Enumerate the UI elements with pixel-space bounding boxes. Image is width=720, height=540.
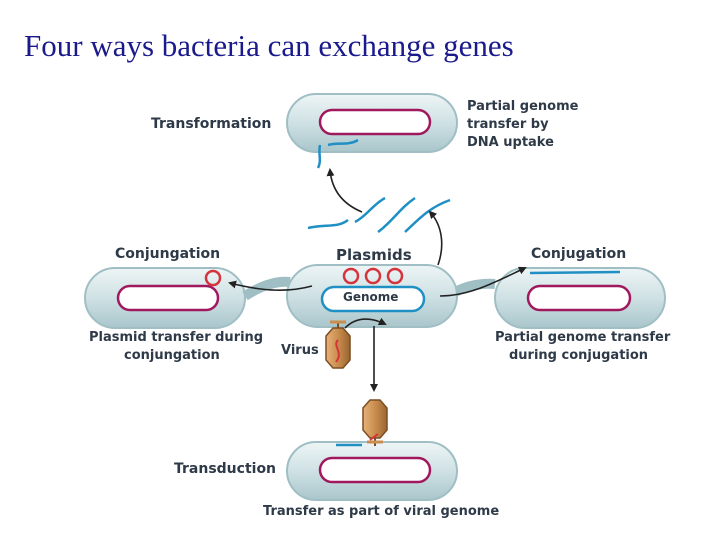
chromosome-icon <box>526 284 632 312</box>
dna-fragment-icon <box>404 198 451 233</box>
dna-transfer-strand <box>529 270 621 275</box>
genome-icon <box>320 285 426 313</box>
transformation-cell <box>286 93 458 169</box>
label-partial-genome-1: Partial genome transfer <box>495 330 671 345</box>
conjugation-right-cell <box>494 267 666 329</box>
dna-fragment-icon <box>354 196 386 224</box>
label-partial-genome-2: during conjugation <box>509 348 648 363</box>
label-genome: Genome <box>343 290 398 304</box>
label-plasmids: Plasmids <box>336 246 412 264</box>
label-transformation-desc-2: transfer by <box>467 117 549 132</box>
dna-entry-strand <box>316 144 322 169</box>
conjungation-left-cell <box>84 267 246 329</box>
transduction-cell <box>286 441 458 501</box>
chromosome-icon <box>318 456 432 484</box>
label-transformation-desc-3: DNA uptake <box>467 135 554 150</box>
plasmid-ring-icon <box>204 269 222 287</box>
plasmid-ring-icon <box>364 267 382 285</box>
label-conjugation-right: Conjugation <box>531 246 626 262</box>
donor-cell <box>242 264 496 328</box>
chromosome-icon <box>318 108 432 136</box>
label-plasmid-transfer-1: Plasmid transfer during <box>89 330 263 345</box>
label-transduction-desc: Transfer as part of viral genome <box>263 504 499 519</box>
dna-fragment-icon <box>377 196 416 234</box>
plasmid-ring-icon <box>386 267 404 285</box>
arrow-icon <box>439 266 527 297</box>
arrow-icon <box>428 210 443 266</box>
label-conjungation-left: Conjungation <box>115 246 220 262</box>
page-title: Four ways bacteria can exchange genes <box>24 28 514 63</box>
virus-icon <box>325 320 351 369</box>
label-transformation-desc-1: Partial genome <box>467 99 579 114</box>
arrows <box>228 168 527 392</box>
label-transformation: Transformation <box>151 116 271 132</box>
arrow-icon <box>228 280 313 291</box>
label-transduction: Transduction <box>174 461 276 477</box>
transducing-virus-icon <box>362 399 388 446</box>
arrow-icon <box>326 168 363 213</box>
plasmid-ring-icon <box>342 267 360 285</box>
label-virus: Virus <box>281 343 319 358</box>
dna-entry-strand-2 <box>327 138 359 147</box>
dna-fragment-icon <box>307 218 349 230</box>
chromosome-icon <box>116 284 220 312</box>
label-plasmid-transfer-2: conjungation <box>124 348 220 363</box>
dna-fragments <box>307 196 451 234</box>
arrow-icon <box>344 317 387 329</box>
